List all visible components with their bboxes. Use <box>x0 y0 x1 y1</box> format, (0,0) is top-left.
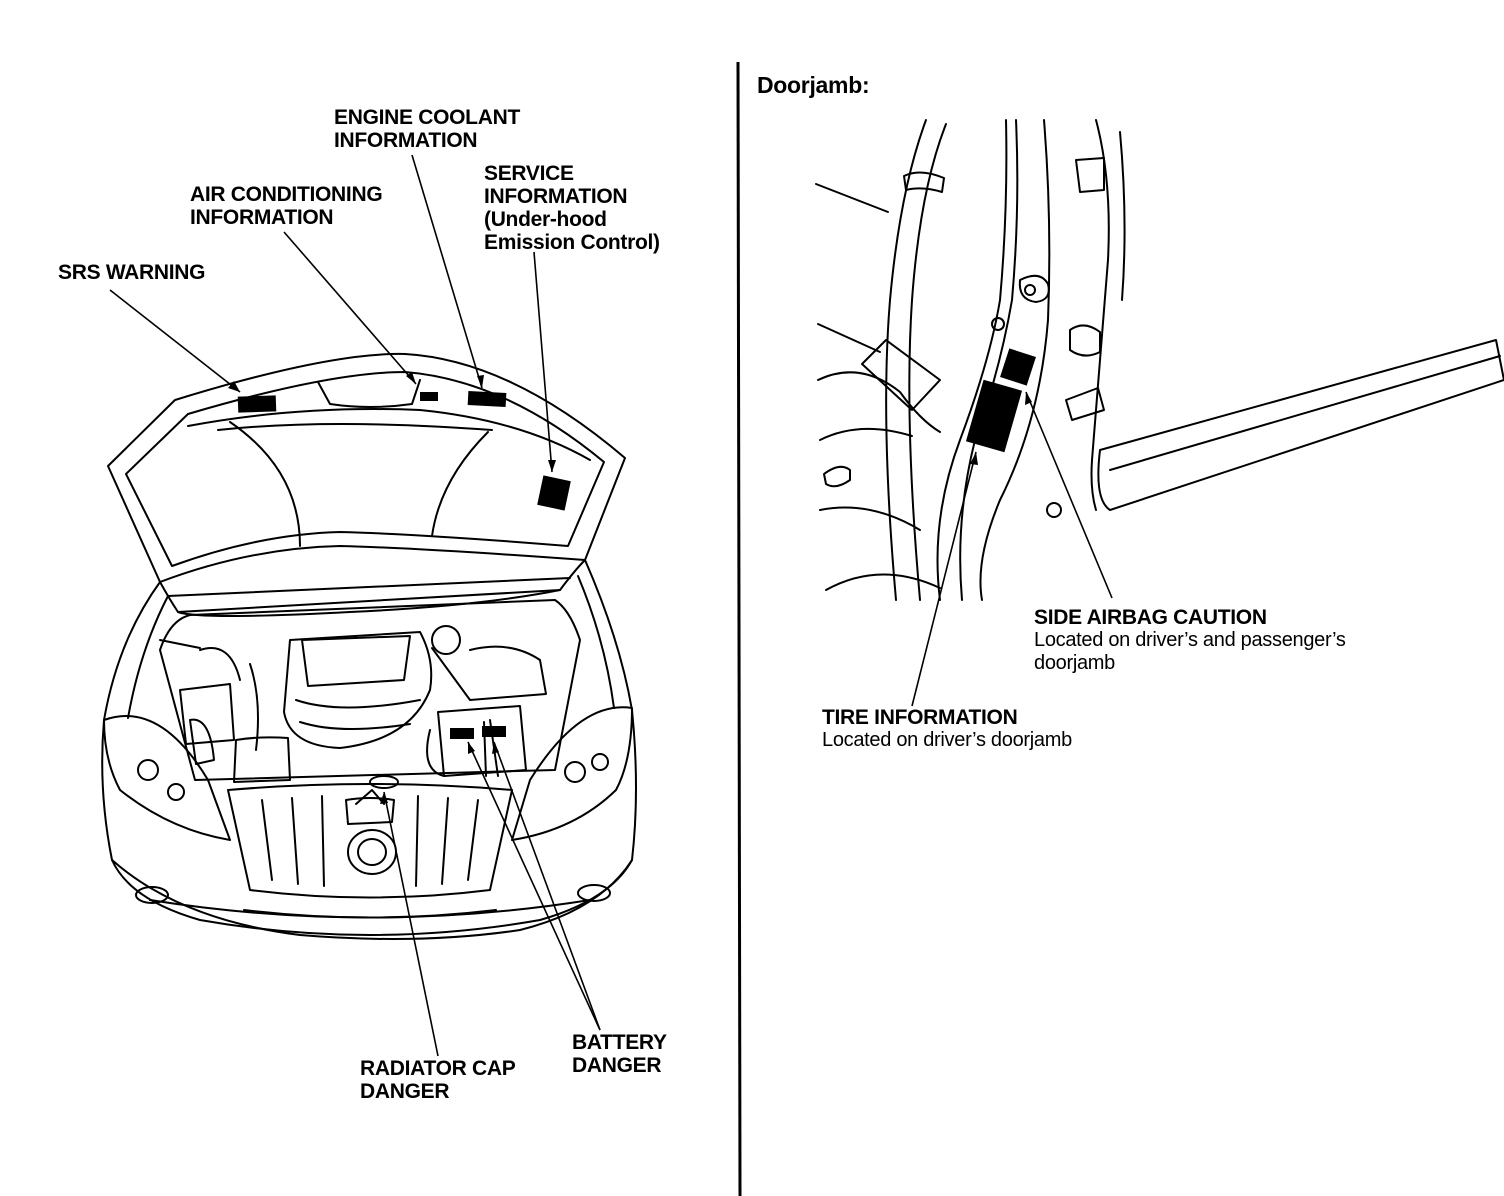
srs-label-patch <box>237 395 277 413</box>
left-headlight <box>103 715 231 841</box>
tire-label-patch <box>965 379 1023 453</box>
engine-coolant-label: ENGINE COOLANT INFORMATION <box>334 106 520 152</box>
tire-information-label: TIRE INFORMATION Located on driver’s doo… <box>822 706 1072 751</box>
right-headlight <box>511 706 633 841</box>
service-label-patch <box>537 475 571 511</box>
radiator-cap-label: RADIATOR CAP DANGER <box>360 1057 516 1103</box>
coolant-label-patch <box>467 391 507 407</box>
service-information-label: SERVICE INFORMATION (Under-hood Emission… <box>484 162 660 254</box>
label-patches <box>237 391 571 739</box>
srs-leader <box>109 289 241 393</box>
ac-leader <box>283 231 417 385</box>
side-airbag-label-patch <box>1000 348 1036 386</box>
leader-lines-right <box>911 391 1113 707</box>
page-divider <box>736 61 742 1196</box>
front-grille <box>227 783 513 899</box>
doorjamb-heading: Doorjamb: <box>757 72 870 98</box>
doorjamb-label-patches <box>965 348 1036 453</box>
side-airbag-leader <box>1025 391 1113 599</box>
engine-cover <box>283 631 433 749</box>
leader-lines-left <box>109 154 601 1057</box>
coolant-leader <box>411 154 483 389</box>
srs-warning-label: SRS WARNING <box>58 261 206 284</box>
battery-leader-1 <box>467 741 601 1031</box>
arrowheads-left <box>228 372 556 804</box>
engine-bay <box>159 599 581 781</box>
battery-label-patch-2 <box>482 726 506 737</box>
ac-label-patch <box>420 392 438 401</box>
arrowheads-right <box>970 392 1032 465</box>
radiator-cap <box>369 775 399 789</box>
tire-leader <box>911 451 977 707</box>
battery-label-patch-1 <box>450 728 474 739</box>
hood-outline <box>107 352 626 583</box>
car-body-outline <box>101 559 637 940</box>
battery <box>437 705 527 777</box>
side-airbag-caution-label: SIDE AIRBAG CAUTION Located on driver’s … <box>1034 606 1346 674</box>
car-illustration <box>101 352 637 940</box>
battery-leader-2 <box>493 741 601 1031</box>
doorjamb-illustration <box>815 119 1504 601</box>
service-leader <box>533 251 553 473</box>
battery-label: BATTERY DANGER <box>572 1031 667 1077</box>
radiator-leader <box>383 791 439 1057</box>
air-conditioning-label: AIR CONDITIONING INFORMATION <box>190 183 383 229</box>
